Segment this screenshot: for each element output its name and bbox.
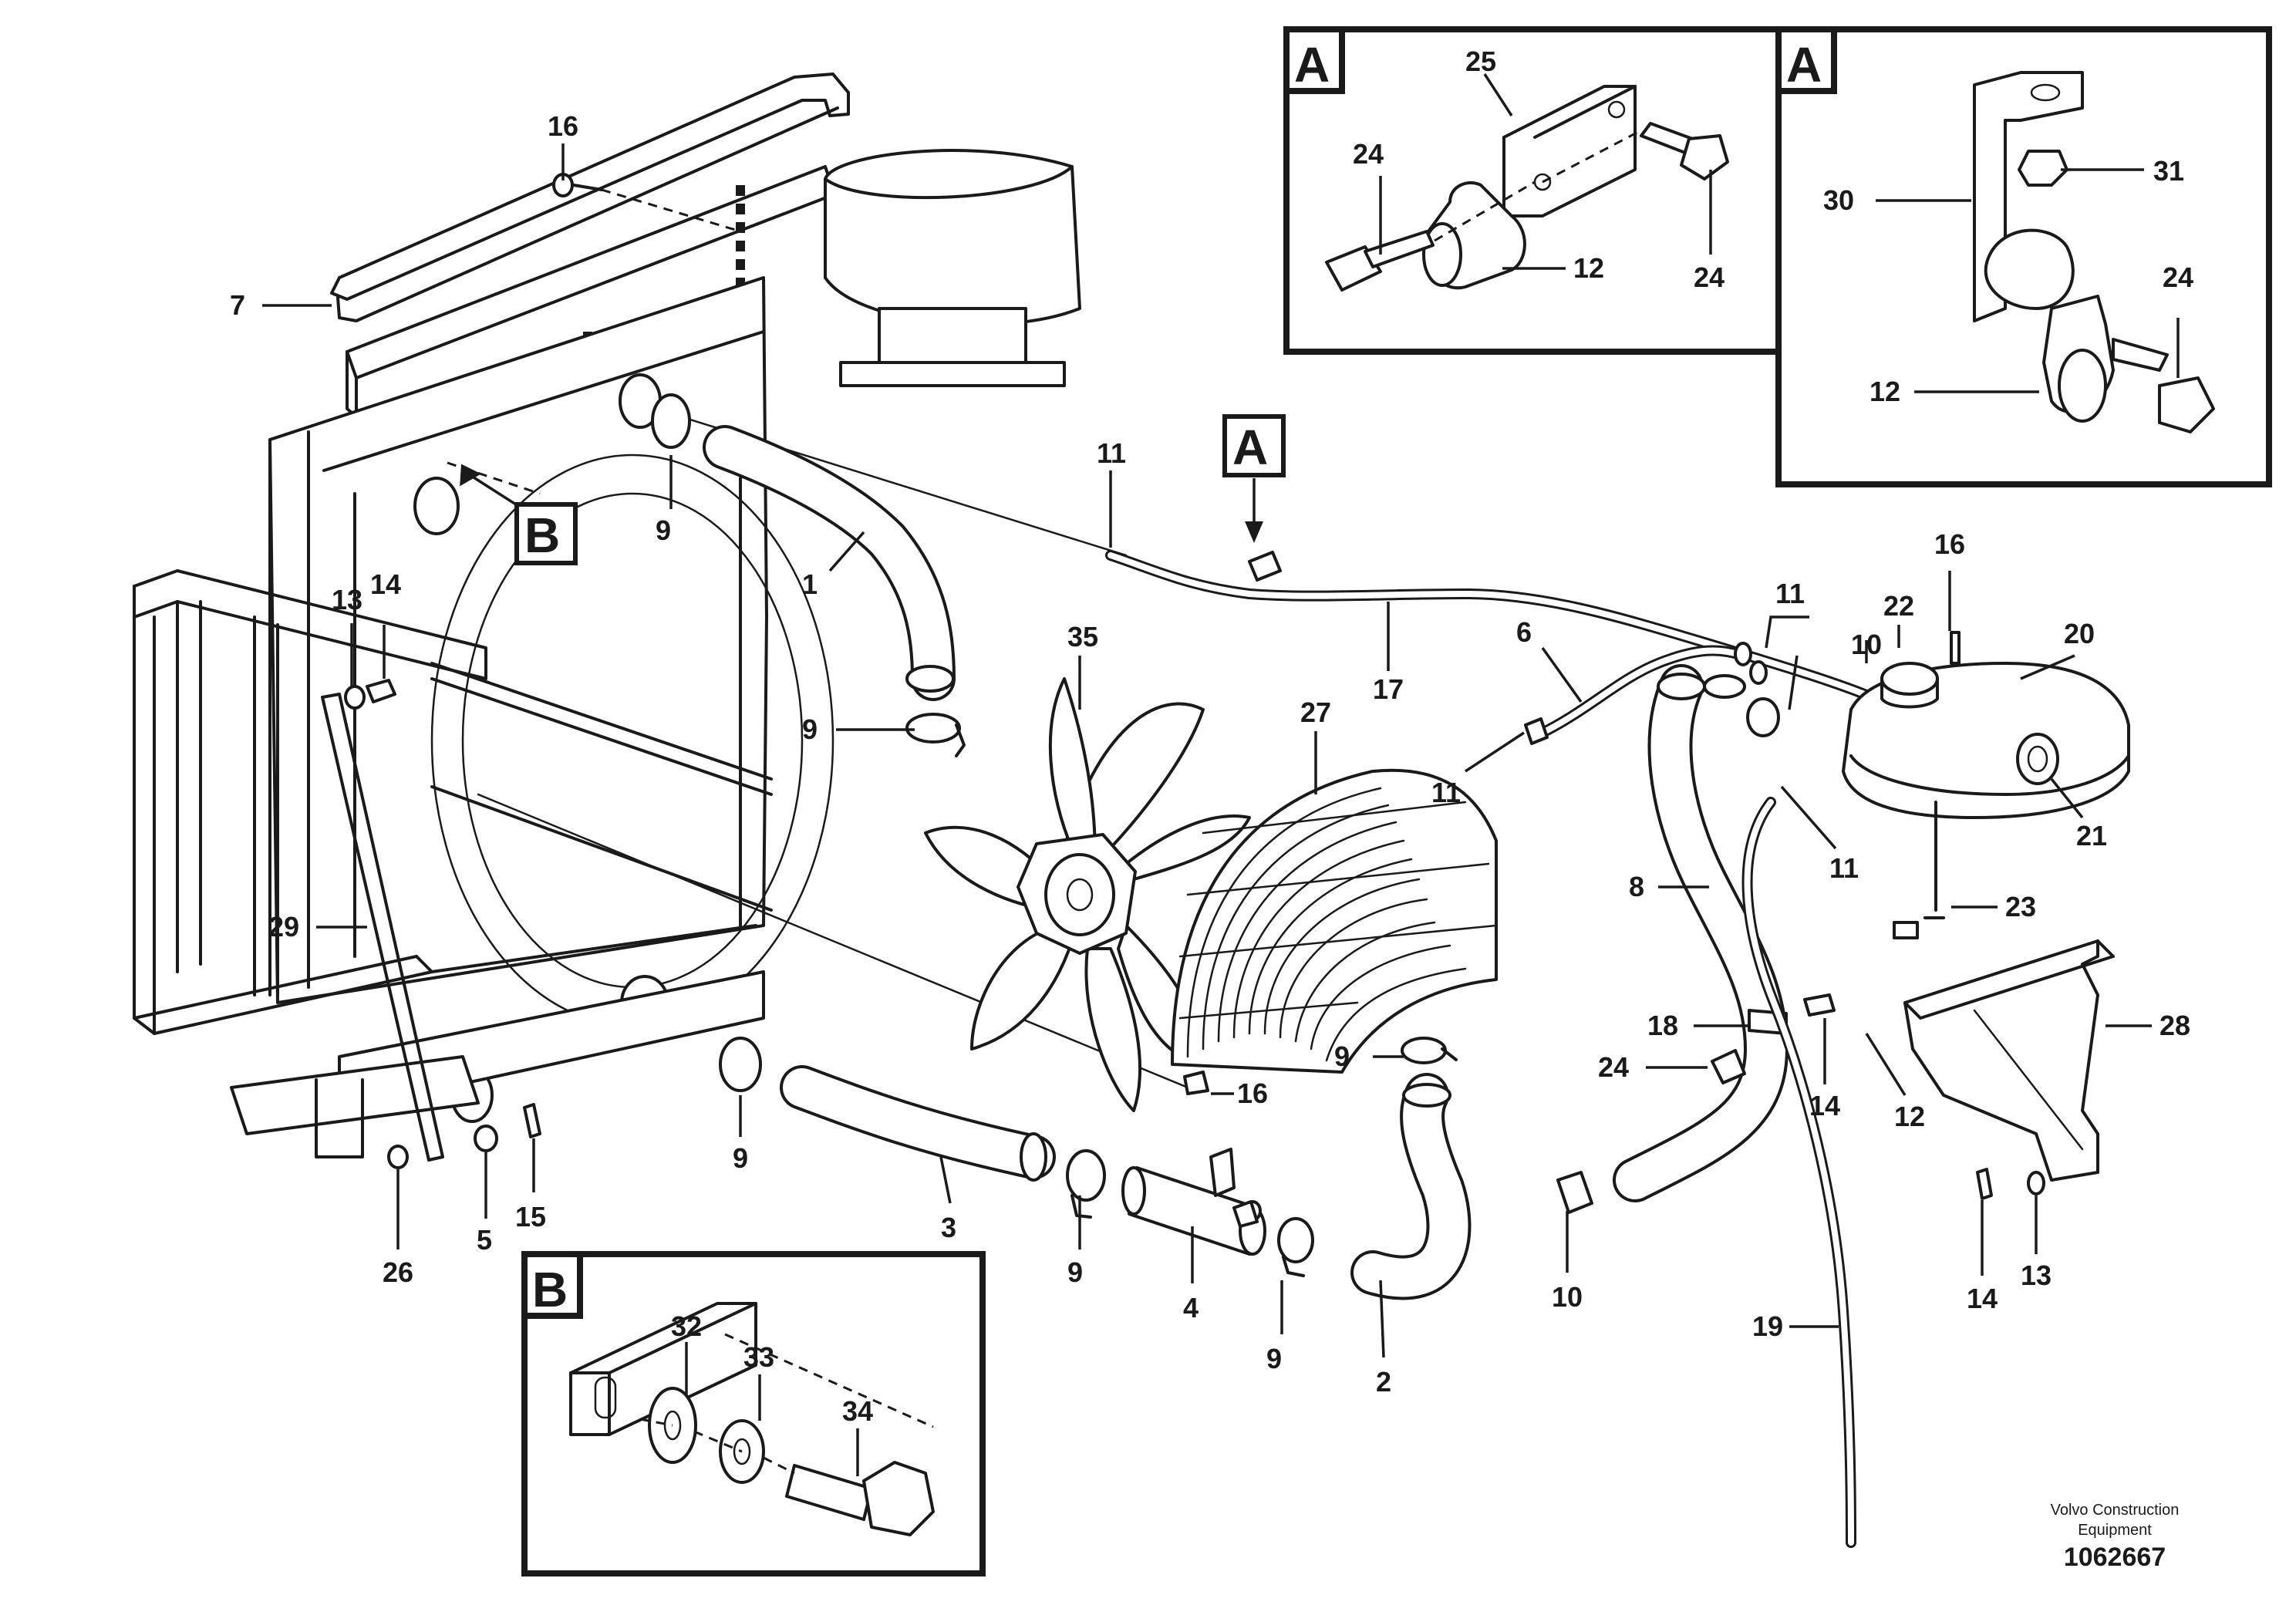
- label-21: 21: [2076, 820, 2107, 851]
- label-24-detail-a-right: 24: [2163, 261, 2193, 293]
- label-1: 1: [802, 568, 818, 600]
- label-11-tank: 11: [1829, 852, 1859, 884]
- label-8: 8: [1629, 871, 1644, 902]
- label-16-center: 16: [1237, 1077, 1268, 1109]
- label-14-bracket: 14: [1809, 1090, 1840, 1121]
- label-10-upper: 10: [1851, 629, 1882, 660]
- detail-a-right-box: A 30 31 24 12: [1775, 26, 2272, 487]
- label-27: 27: [1300, 696, 1331, 728]
- label-3: 3: [941, 1212, 956, 1243]
- label-9-lower-right: 9: [1266, 1343, 1282, 1374]
- brand-line-1: Volvo Construction: [2051, 1502, 2180, 1519]
- label-12-detail-a-right: 12: [1870, 376, 1900, 407]
- label-5: 5: [477, 1224, 492, 1256]
- label-17: 17: [1373, 673, 1404, 705]
- label-15: 15: [515, 1201, 546, 1233]
- detail-a-left-box: A 25 24 12 24: [1283, 26, 1782, 355]
- label-16-tank: 16: [1934, 528, 1965, 560]
- brand-line-2: Equipment: [2078, 1522, 2152, 1539]
- label-24-bracket: 24: [1598, 1051, 1629, 1083]
- label-12-bracket: 12: [1894, 1101, 1925, 1132]
- fan: [924, 677, 1251, 1112]
- label-32: 32: [671, 1310, 702, 1342]
- label-9-upper: 9: [656, 514, 671, 546]
- label-18: 18: [1647, 1010, 1678, 1041]
- detail-b-letter: B: [532, 1262, 568, 1317]
- detail-a-right-letter: A: [1786, 37, 1822, 93]
- main-assembly: [133, 73, 2130, 1548]
- label-14-frame: 14: [370, 568, 401, 600]
- label-35: 35: [1067, 621, 1098, 653]
- callout-a-letter: A: [1232, 420, 1268, 475]
- label-9-hose1: 9: [802, 713, 818, 745]
- label-25: 25: [1465, 46, 1496, 77]
- label-13-bottom: 13: [2021, 1259, 2052, 1291]
- label-33: 33: [743, 1341, 774, 1373]
- label-9-lower-mid: 9: [1067, 1256, 1083, 1288]
- callout-a-tag: A: [1222, 414, 1286, 543]
- label-34: 34: [842, 1395, 873, 1427]
- label-11-right: 11: [1775, 578, 1805, 609]
- callout-b-tag: B: [460, 464, 578, 565]
- label-29: 29: [268, 911, 299, 943]
- label-14-bottom: 14: [1967, 1283, 1998, 1314]
- label-31: 31: [2153, 155, 2184, 187]
- label-11-left: 11: [1431, 777, 1461, 808]
- leader-lines: [262, 143, 2152, 1358]
- label-13-frame: 13: [332, 584, 362, 615]
- label-12-detail-a-left: 12: [1573, 252, 1604, 284]
- label-10-lower: 10: [1552, 1281, 1583, 1313]
- label-30: 30: [1823, 184, 1854, 216]
- document-number: 1062667: [2064, 1543, 2166, 1572]
- part-labels: 16 7 9 1 13 14 11 35 9 27 17 6 11 11 10 …: [230, 110, 2190, 1398]
- fan-guard: [1171, 768, 1498, 1074]
- detail-a-left-letter: A: [1294, 37, 1330, 93]
- footer-brand: Volvo Construction Equipment 1062667: [2051, 1502, 2180, 1572]
- label-6: 6: [1516, 616, 1532, 648]
- label-4: 4: [1183, 1292, 1199, 1324]
- label-26: 26: [383, 1256, 413, 1288]
- label-19: 19: [1752, 1310, 1783, 1342]
- detail-b-box: B 32 33 34: [521, 1251, 986, 1576]
- label-24-detail-a-left: 24: [1353, 138, 1384, 170]
- label-7: 7: [230, 289, 245, 321]
- label-22: 22: [1883, 590, 1914, 622]
- label-16-top: 16: [548, 110, 578, 142]
- callout-b-letter: B: [524, 508, 560, 563]
- expansion-tank: [1842, 631, 2130, 939]
- label-24-detail-a-left-right: 24: [1694, 261, 1725, 293]
- label-11-top: 11: [1097, 437, 1126, 469]
- label-9-lower-left: 9: [733, 1142, 748, 1174]
- label-9-hose2: 9: [1334, 1040, 1350, 1072]
- label-2: 2: [1376, 1366, 1391, 1398]
- label-28: 28: [2159, 1010, 2190, 1041]
- label-23: 23: [2005, 891, 2036, 922]
- label-20: 20: [2064, 618, 2095, 649]
